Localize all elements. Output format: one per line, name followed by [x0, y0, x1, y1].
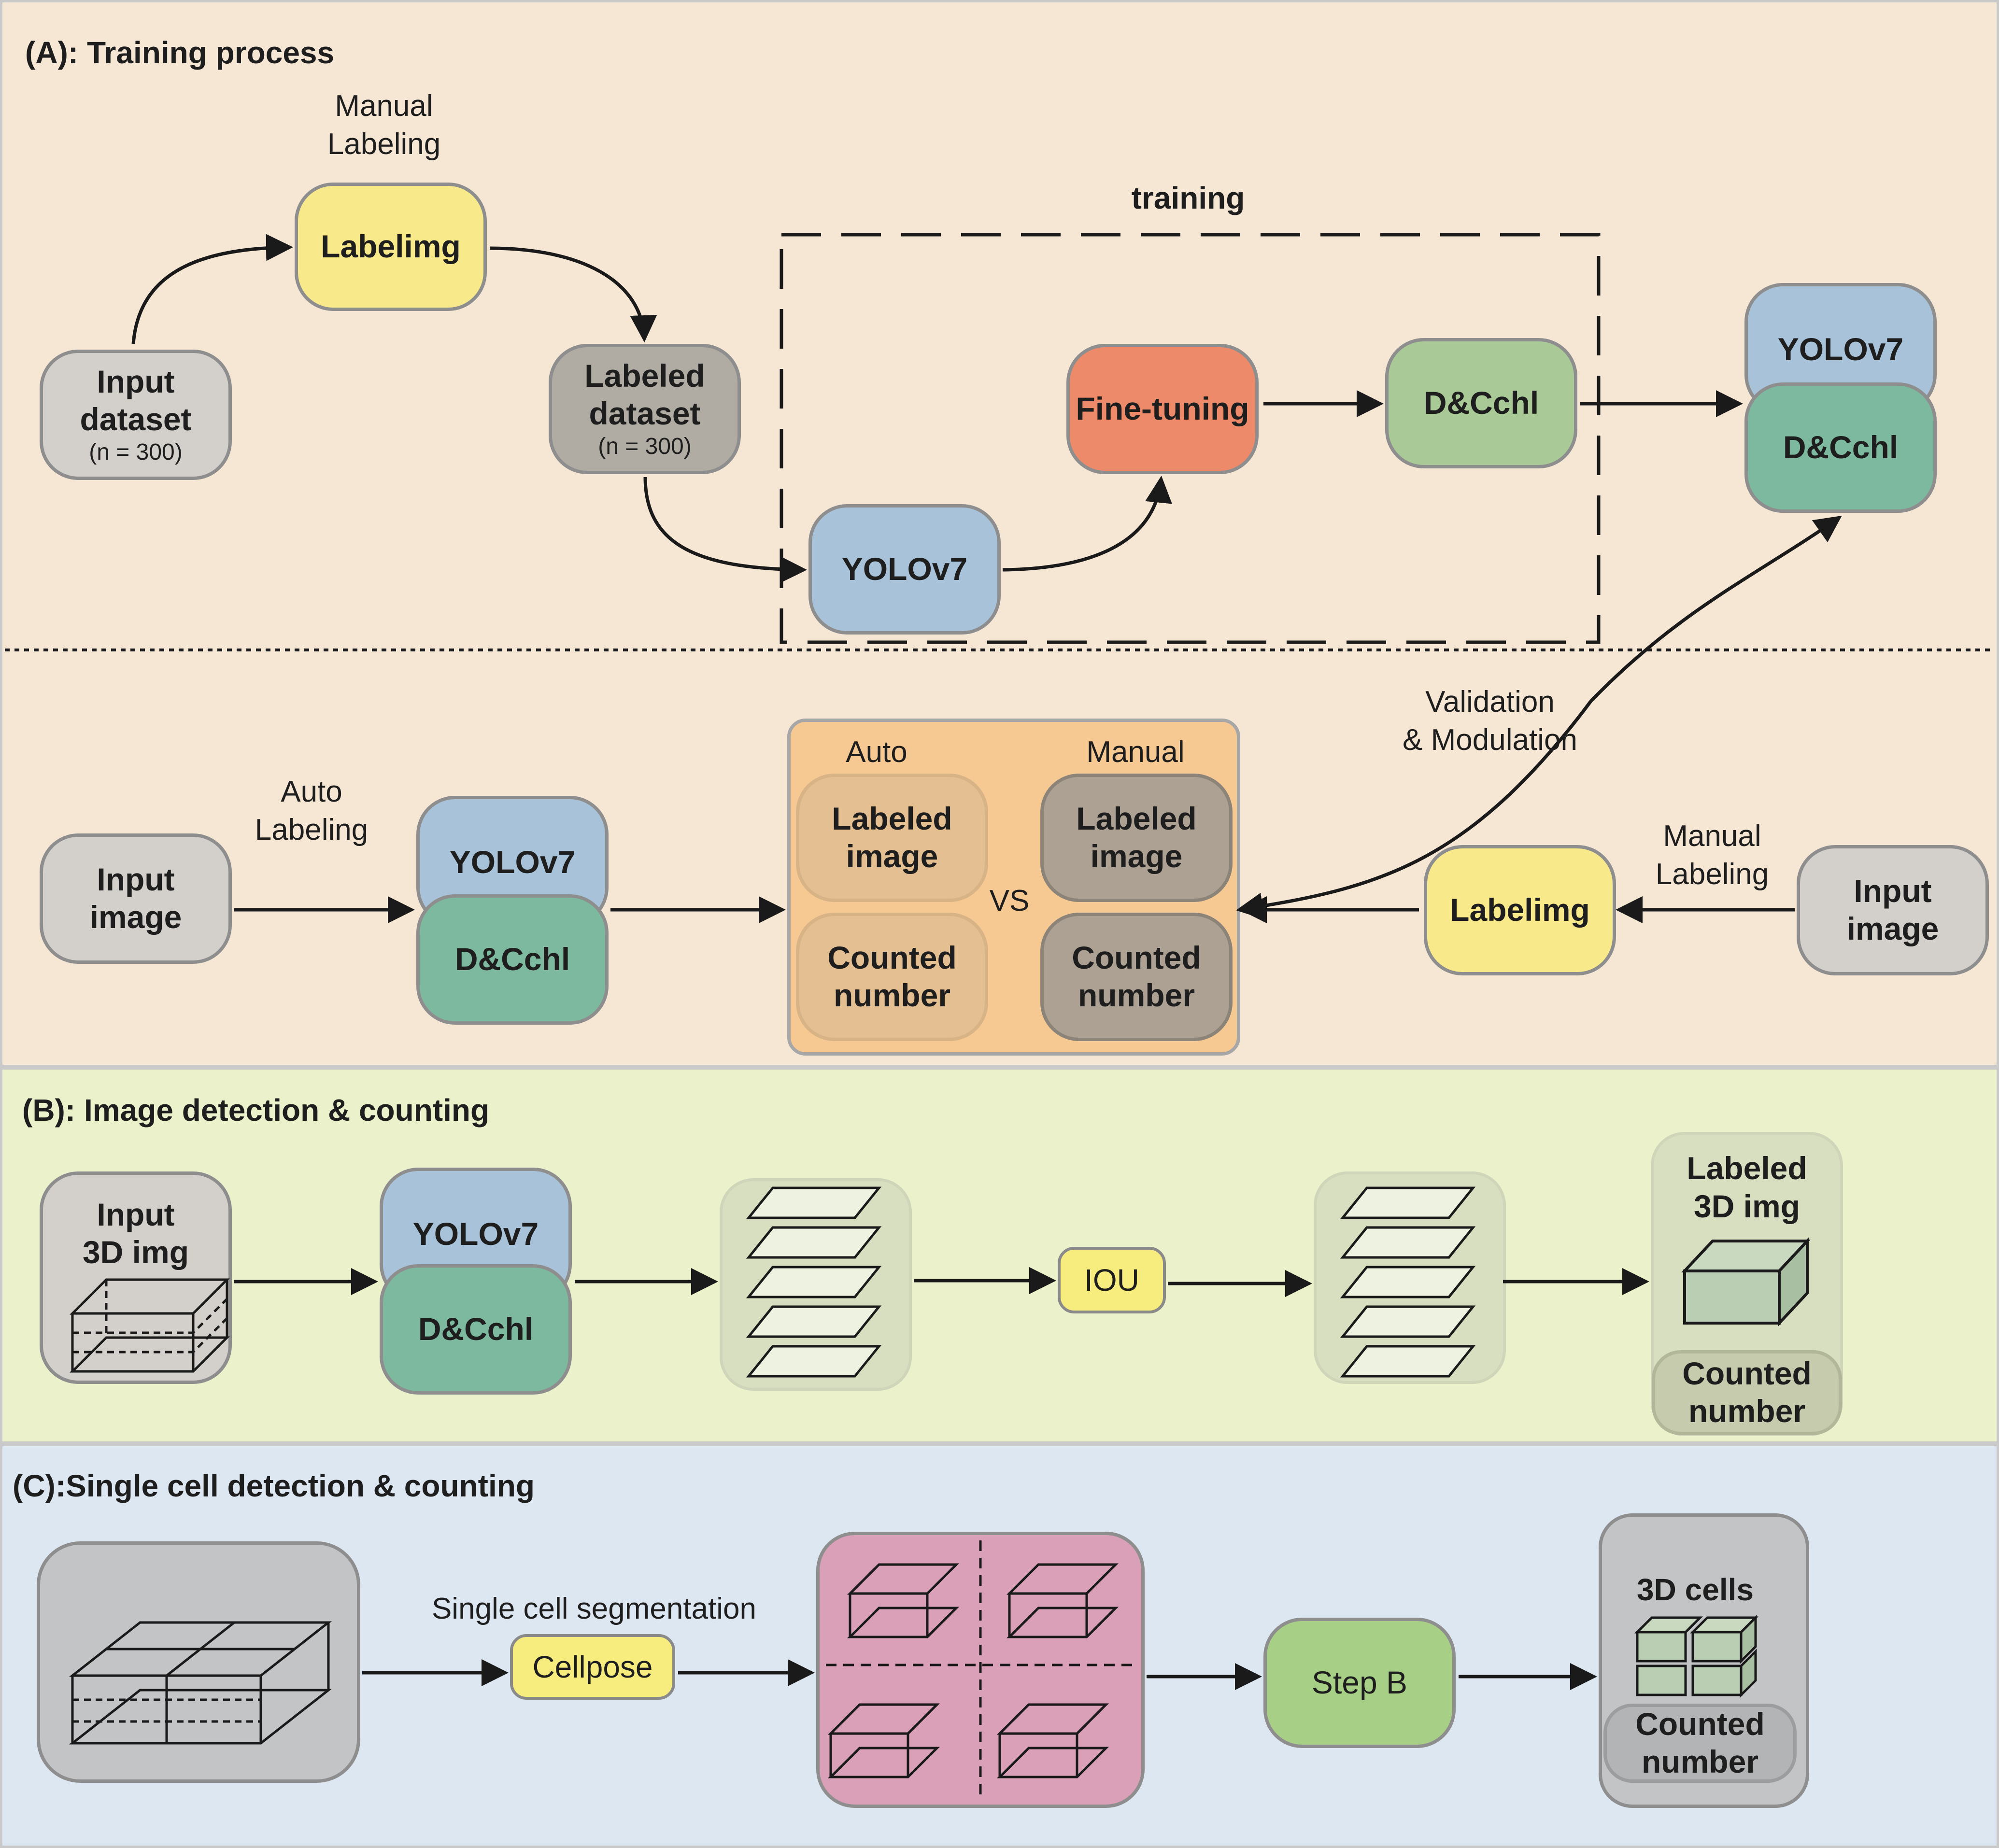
vs-label: VS — [989, 884, 1030, 917]
yolov7-box: YOLOv7 — [808, 504, 1001, 635]
input-volume-box — [37, 1541, 360, 1783]
cells-3d-label: 3D cells — [1637, 1572, 1754, 1607]
training-label: training — [1131, 181, 1245, 215]
model-stack-b-dcchl: D&Cchl — [380, 1264, 572, 1395]
fine-tuning-box: Fine-tuning — [1066, 344, 1259, 474]
model-stack-a-dcchl: D&Cchl — [416, 894, 609, 1025]
panel-a-title: (A): Training process — [25, 35, 335, 70]
segmented-cells-box — [816, 1532, 1145, 1808]
labelimg-box: Labelimg — [295, 183, 487, 311]
validation-label: Validation& Modulation — [1403, 685, 1577, 757]
step-b-box: Step B — [1263, 1618, 1456, 1748]
panel-b-title: (B): Image detection & counting — [22, 1093, 490, 1128]
segmentation-label: Single cell segmentation — [431, 1592, 757, 1625]
slice-stack-filtered — [1314, 1171, 1506, 1384]
result-dcchl-box: D&Cchl — [1744, 382, 1937, 513]
dcchl-box: D&Cchl — [1385, 338, 1577, 468]
compare-auto-header: Auto — [846, 735, 907, 769]
iou-box: IOU — [1058, 1247, 1166, 1313]
labelimg-right-box: Labelimg — [1424, 845, 1616, 975]
slice-stack-detected — [720, 1178, 912, 1391]
cellpose-box: Cellpose — [510, 1634, 675, 1700]
panel-c-title: (C):Single cell detection & counting — [13, 1468, 535, 1503]
compare-manual-header: Manual — [1086, 735, 1185, 769]
